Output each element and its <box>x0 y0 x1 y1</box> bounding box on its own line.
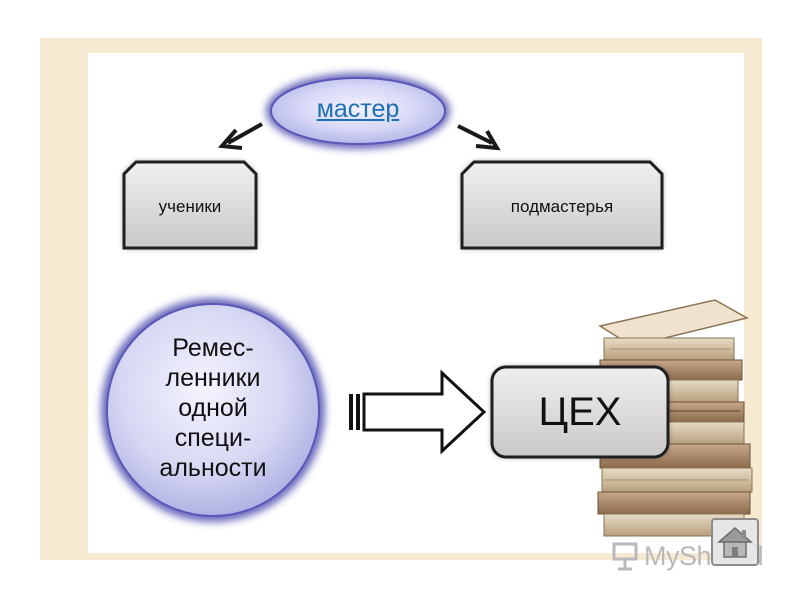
presentation-board-icon <box>612 542 638 571</box>
guild-node <box>490 365 670 459</box>
guild-label: ЦЕХ <box>538 390 622 434</box>
master-label-container: мастер <box>272 95 444 124</box>
arrow-master-to-students <box>217 122 263 150</box>
students-label: ученики <box>158 197 222 216</box>
apprentices-label: подмастерья <box>510 197 614 216</box>
arrow-master-to-apprentices <box>457 124 501 151</box>
arrow-artisans-to-guild <box>349 369 487 455</box>
artisans-node <box>101 298 325 522</box>
students-node <box>122 160 258 250</box>
master-link[interactable]: мастер <box>316 95 400 123</box>
home-icon <box>717 527 753 558</box>
artisans-label: Ремес- ленники одной специ- альности <box>159 334 267 482</box>
home-button[interactable] <box>711 518 759 566</box>
apprentices-node <box>460 160 664 250</box>
master-node <box>266 73 450 149</box>
